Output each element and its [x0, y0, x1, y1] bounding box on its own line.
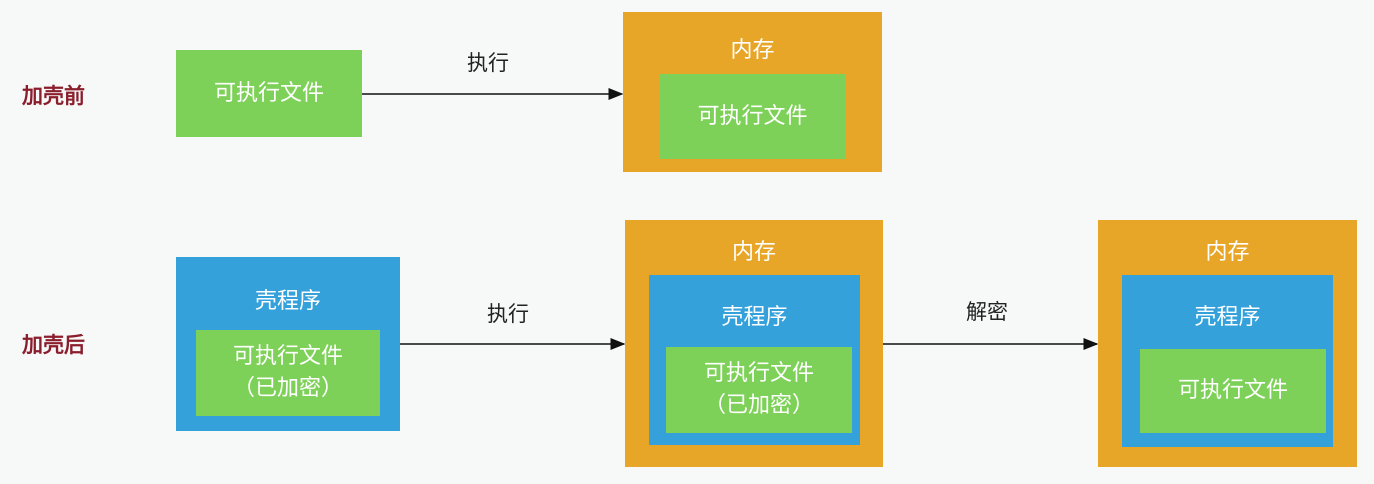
memory-title: 内存 [730, 38, 775, 63]
memory-shell-program-box-2: 壳程序 可执行文件 [1122, 275, 1333, 447]
memory-decrypted-exe-label: 可执行文件 [1177, 378, 1288, 403]
edge-label-before-execute: 执行 [467, 51, 509, 75]
row-label-before: 加壳前 [22, 84, 85, 108]
memory-box-before: 内存 可执行文件 [623, 12, 882, 172]
memory-exe-file-label: 可执行文件 [697, 103, 808, 129]
memory-decrypted-exe-box: 可执行文件 [1140, 349, 1326, 433]
encrypted-exe-line2: （已加密） [232, 376, 343, 401]
memory-title: 内存 [731, 240, 776, 265]
memory-exe-file-box: 可执行文件 [659, 74, 846, 159]
memory-encrypted-exe-box: 可执行文件 （已加密） [666, 347, 852, 433]
memory-box-after-1: 内存 壳程序 可执行文件 （已加密） [625, 220, 883, 467]
shell-program-title: 壳程序 [254, 289, 321, 314]
edge-label-decrypt: 解密 [966, 300, 1008, 324]
encrypted-exe-line1: 可执行文件 [232, 344, 343, 369]
memory-title: 内存 [1205, 240, 1250, 265]
memory-shell-program-box: 壳程序 可执行文件 （已加密） [649, 275, 860, 445]
exe-file-label: 可执行文件 [213, 80, 324, 106]
shell-program-box: 壳程序 可执行文件 （已加密） [176, 257, 400, 431]
memory-encrypted-exe-line1: 可执行文件 [703, 361, 814, 386]
memory-encrypted-exe-line2: （已加密） [703, 393, 814, 418]
exe-file-box: 可执行文件 [176, 50, 362, 137]
memory-shell-program-title-2: 壳程序 [1194, 305, 1261, 330]
memory-box-after-2: 内存 壳程序 可执行文件 [1098, 220, 1357, 467]
encrypted-exe-box: 可执行文件 （已加密） [196, 330, 380, 416]
row-label-after: 加壳后 [22, 333, 85, 357]
edge-label-after-execute: 执行 [487, 302, 529, 326]
memory-shell-program-title: 壳程序 [721, 305, 788, 330]
